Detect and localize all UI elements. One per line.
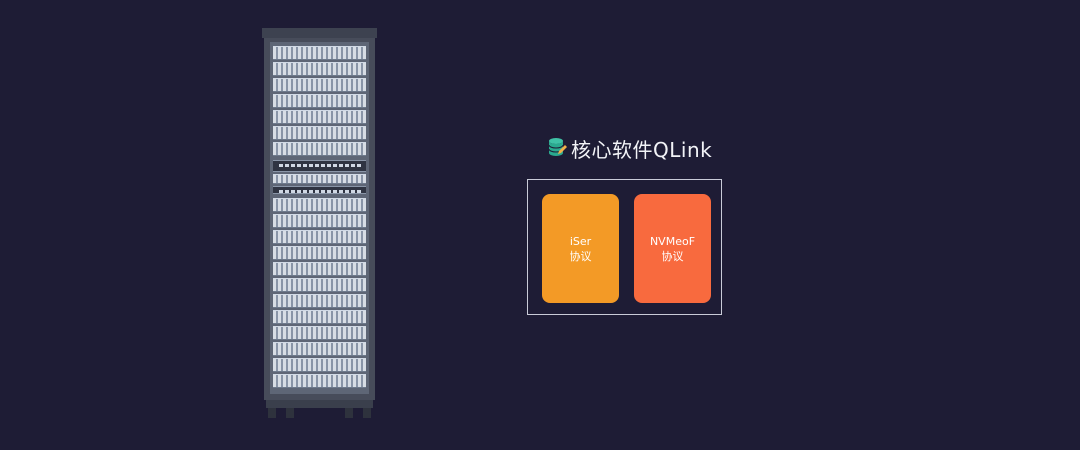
title-text: 核心软件QLink	[571, 137, 713, 162]
switch-port	[309, 190, 313, 193]
switch-port	[333, 164, 337, 167]
switch-port	[291, 190, 295, 193]
rack-server-unit	[273, 214, 366, 228]
rack-server-unit	[273, 78, 366, 92]
rack-server-unit	[273, 278, 366, 292]
switch-port	[333, 190, 337, 193]
rack-server-unit	[273, 310, 366, 324]
rack-foot	[363, 408, 371, 418]
switch-port	[339, 190, 343, 193]
switch-port	[285, 164, 289, 167]
rack-foot	[345, 408, 353, 418]
switch-port	[345, 190, 349, 193]
rack-switch-unit	[273, 160, 366, 172]
switch-port	[309, 164, 313, 167]
rack-server-unit	[273, 142, 366, 156]
switch-port	[315, 190, 319, 193]
protocol-kind: 协议	[661, 249, 684, 263]
rack-server-unit	[273, 262, 366, 276]
switch-port	[303, 164, 307, 167]
switch-port	[327, 190, 331, 193]
protocol-kind: 协议	[569, 249, 592, 263]
protocol-name: NVMeoF	[649, 234, 696, 248]
protocol-card-iser: iSer 协议	[542, 194, 619, 303]
server-rack	[262, 28, 377, 420]
switch-port	[315, 164, 319, 167]
switch-port	[327, 164, 331, 167]
rack-foot	[286, 408, 294, 418]
rack-server-unit	[273, 294, 366, 308]
rack-server-unit	[273, 326, 366, 340]
rack-server-unit	[273, 358, 366, 372]
rack-server-unit	[273, 62, 366, 76]
rack-server-unit	[273, 174, 366, 184]
rack-top	[262, 28, 377, 38]
rack-base	[266, 400, 373, 408]
rack-server-unit	[273, 94, 366, 108]
switch-port	[351, 164, 355, 167]
rack-switch-unit	[273, 186, 366, 194]
protocol-name: iSer	[569, 234, 592, 248]
rack-server-unit	[273, 46, 366, 60]
rack-foot	[268, 408, 276, 418]
switch-port	[291, 164, 295, 167]
switch-port	[303, 190, 307, 193]
database-icon	[548, 138, 567, 156]
switch-port	[321, 164, 325, 167]
switch-port	[357, 190, 361, 193]
rack-server-unit	[273, 374, 366, 388]
rack-server-unit	[273, 126, 366, 140]
rack-server-unit	[273, 110, 366, 124]
switch-port	[279, 164, 283, 167]
switch-port	[279, 190, 283, 193]
title: 核心软件QLink	[547, 133, 712, 163]
switch-port	[297, 164, 301, 167]
switch-port	[321, 190, 325, 193]
rack-inner	[270, 42, 369, 394]
protocol-card-nvmeof: NVMeoF 协议	[634, 194, 711, 303]
rack-server-unit	[273, 246, 366, 260]
switch-port	[339, 164, 343, 167]
switch-port	[345, 164, 349, 167]
rack-server-unit	[273, 342, 366, 356]
rack-server-unit	[273, 230, 366, 244]
switch-port	[297, 190, 301, 193]
rack-body	[264, 38, 375, 400]
rack-server-unit	[273, 198, 366, 212]
switch-port	[351, 190, 355, 193]
switch-port	[285, 190, 289, 193]
switch-port	[357, 164, 361, 167]
protocol-box: iSer 协议 NVMeoF 协议	[527, 179, 722, 315]
